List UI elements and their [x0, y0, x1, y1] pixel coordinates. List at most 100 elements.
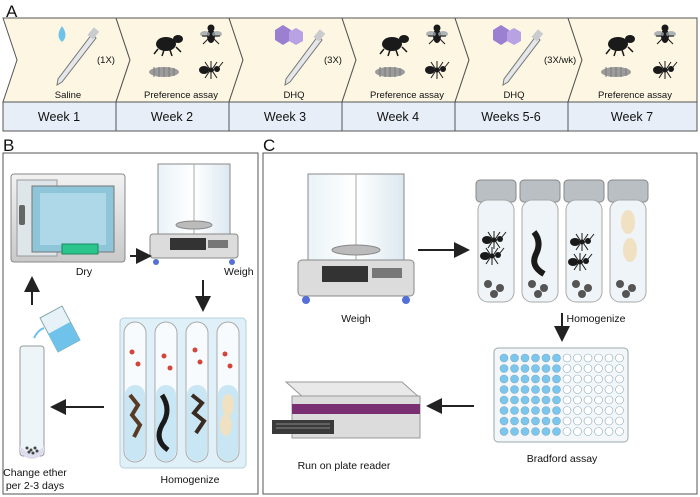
plate-well [615, 374, 624, 384]
plate-well [583, 364, 593, 373]
plate-well [604, 416, 614, 426]
plate-well [531, 395, 540, 405]
plate-well [594, 406, 603, 415]
plate-well [583, 416, 593, 426]
dose-label-step-1: (1X) [97, 55, 115, 66]
plate-well [615, 395, 624, 405]
plate-well [499, 427, 509, 436]
step-label-2: Preference assay [144, 90, 218, 101]
plate-well [510, 374, 519, 384]
plate-well [531, 374, 540, 384]
panel-c-letter: C [263, 136, 275, 155]
plate-well [604, 374, 614, 384]
plate-well [541, 416, 551, 426]
plate-well [520, 406, 530, 415]
plate-well [583, 374, 593, 384]
plate-well [594, 395, 603, 405]
week-label-1: Week 1 [38, 110, 80, 124]
plate-well [499, 374, 509, 384]
sample-tubes-icon [475, 179, 649, 303]
plate-well [531, 353, 540, 363]
plate-well [541, 385, 551, 394]
week-label-5: Weeks 5-6 [481, 110, 541, 124]
week-label-6: Week 7 [611, 110, 653, 124]
plate-well [499, 353, 509, 363]
plate-well [615, 406, 624, 415]
plate-well [552, 374, 561, 384]
plate-well [541, 395, 551, 405]
plate-well [594, 353, 603, 363]
plate-well [562, 406, 572, 415]
plate-well [531, 427, 540, 436]
hexagon-dropper-icon [493, 25, 544, 86]
plate-well [604, 364, 614, 373]
plate-well [604, 427, 614, 436]
plate-well [541, 364, 551, 373]
plate-well [573, 416, 582, 426]
weigh-label-b: Weigh [224, 266, 254, 278]
plate-well [583, 395, 593, 405]
step-label-6: Preference assay [598, 90, 672, 101]
plate-well [520, 374, 530, 384]
plate-well [510, 353, 519, 363]
beaker-icon [33, 305, 81, 353]
panel-b-letter: B [3, 136, 14, 155]
plate-well [510, 385, 519, 394]
dose-label-step-3: (3X) [324, 55, 342, 66]
analytical-balance-icon [149, 163, 239, 265]
plate-well [604, 406, 614, 415]
plate-well [562, 353, 572, 363]
plate-well [573, 385, 582, 394]
week-label-3: Week 3 [264, 110, 306, 124]
plate-well [583, 427, 593, 436]
plate-well [531, 416, 540, 426]
plate-well [562, 374, 572, 384]
plate-well [510, 364, 519, 373]
plate-well [552, 416, 561, 426]
plate-well [562, 364, 572, 373]
plate-well [510, 427, 519, 436]
plate-well [562, 395, 572, 405]
step-label-1: Saline [55, 90, 81, 101]
plate-well [573, 395, 582, 405]
plate-well [520, 364, 530, 373]
plate-well [552, 427, 561, 436]
plate-well [573, 364, 582, 373]
homogenize-label-c: Homogenize [567, 313, 626, 325]
plate-well [552, 406, 561, 415]
plate-well [499, 395, 509, 405]
plate-well [541, 353, 551, 363]
plate-well [604, 353, 614, 363]
plate-well [499, 364, 509, 373]
weigh-label-c: Weigh [341, 313, 371, 325]
plate-well [583, 385, 593, 394]
analytical-balance-icon [297, 173, 415, 304]
hexagon-dropper-icon [275, 25, 326, 86]
plate-well [510, 395, 519, 405]
plate-well [594, 374, 603, 384]
week-row: Week 1 Week 2 Week 3 Week 4 Weeks 5-6 We… [2, 101, 698, 132]
well-plate-icon [493, 347, 629, 443]
change-ether-label: Change ether [3, 467, 67, 479]
plate-well [499, 385, 509, 394]
week-label-4: Week 4 [377, 110, 419, 124]
plate-well [604, 385, 614, 394]
plate-well [531, 385, 540, 394]
saline-dropper-icon [56, 26, 100, 86]
ether-tube-icon [19, 345, 45, 459]
plate-well [562, 385, 572, 394]
plate-well [520, 395, 530, 405]
plate-well [552, 364, 561, 373]
plate-well [562, 416, 572, 426]
plate-well [541, 406, 551, 415]
plate-well [531, 364, 540, 373]
dry-label: Dry [76, 266, 93, 278]
plate-well [594, 385, 603, 394]
plate-well [520, 353, 530, 363]
plate-well [531, 406, 540, 415]
homogenizer-tubes-icon [119, 317, 247, 469]
plate-well [573, 427, 582, 436]
plate-well [520, 427, 530, 436]
step-label-3: DHQ [283, 90, 304, 101]
plate-well [594, 364, 603, 373]
